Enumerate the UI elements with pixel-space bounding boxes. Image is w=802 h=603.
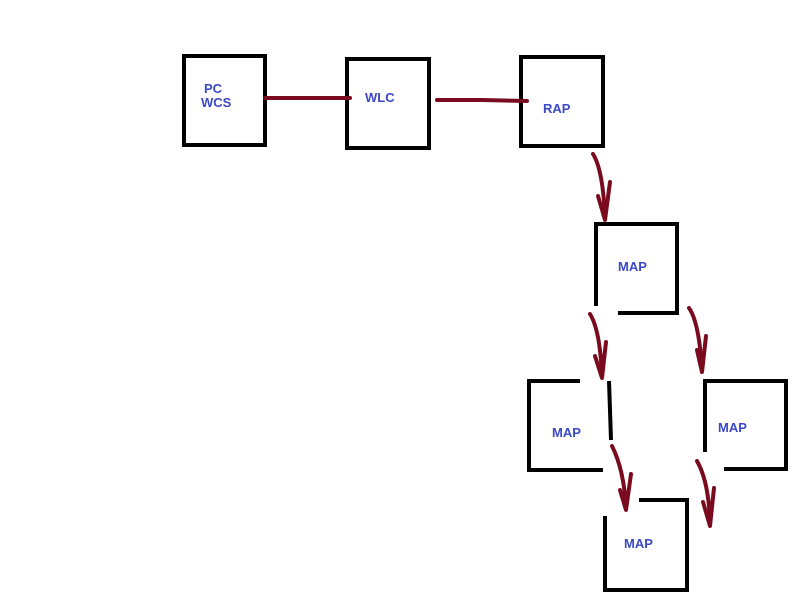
node-map-2: MAP [527, 379, 613, 472]
rap-box [519, 55, 605, 148]
node-rap: RAP [519, 55, 605, 148]
map-4-label: MAP [624, 536, 653, 551]
arrow-rap-to-map1 [591, 152, 612, 222]
arrow-map1-to-map3 [687, 306, 708, 374]
pc-wcs-box [182, 54, 267, 147]
pc-label: PC [204, 81, 223, 96]
map-3-box [703, 379, 788, 471]
node-map-3: MAP [703, 379, 788, 471]
map-3-label: MAP [718, 420, 747, 435]
arrow-map1-to-map2 [588, 312, 608, 380]
node-map-1: MAP [594, 222, 679, 315]
arrow-map2-to-map4 [610, 444, 633, 512]
arrow-map3-to-down [695, 459, 716, 528]
map-1-box [594, 222, 679, 315]
node-map-4: MAP [603, 498, 689, 592]
link-wlc-rap [435, 98, 529, 103]
node-wlc: WLC [345, 57, 431, 150]
map-4-box [603, 498, 689, 592]
map-2-box [527, 379, 613, 472]
wlc-label: WLC [365, 90, 395, 105]
map-1-label: MAP [618, 259, 647, 274]
wcs-label: WCS [201, 95, 232, 110]
wlc-box [345, 57, 431, 150]
node-pc-wcs: PC WCS [182, 54, 267, 147]
rap-label: RAP [543, 101, 571, 116]
map-2-label: MAP [552, 425, 581, 440]
